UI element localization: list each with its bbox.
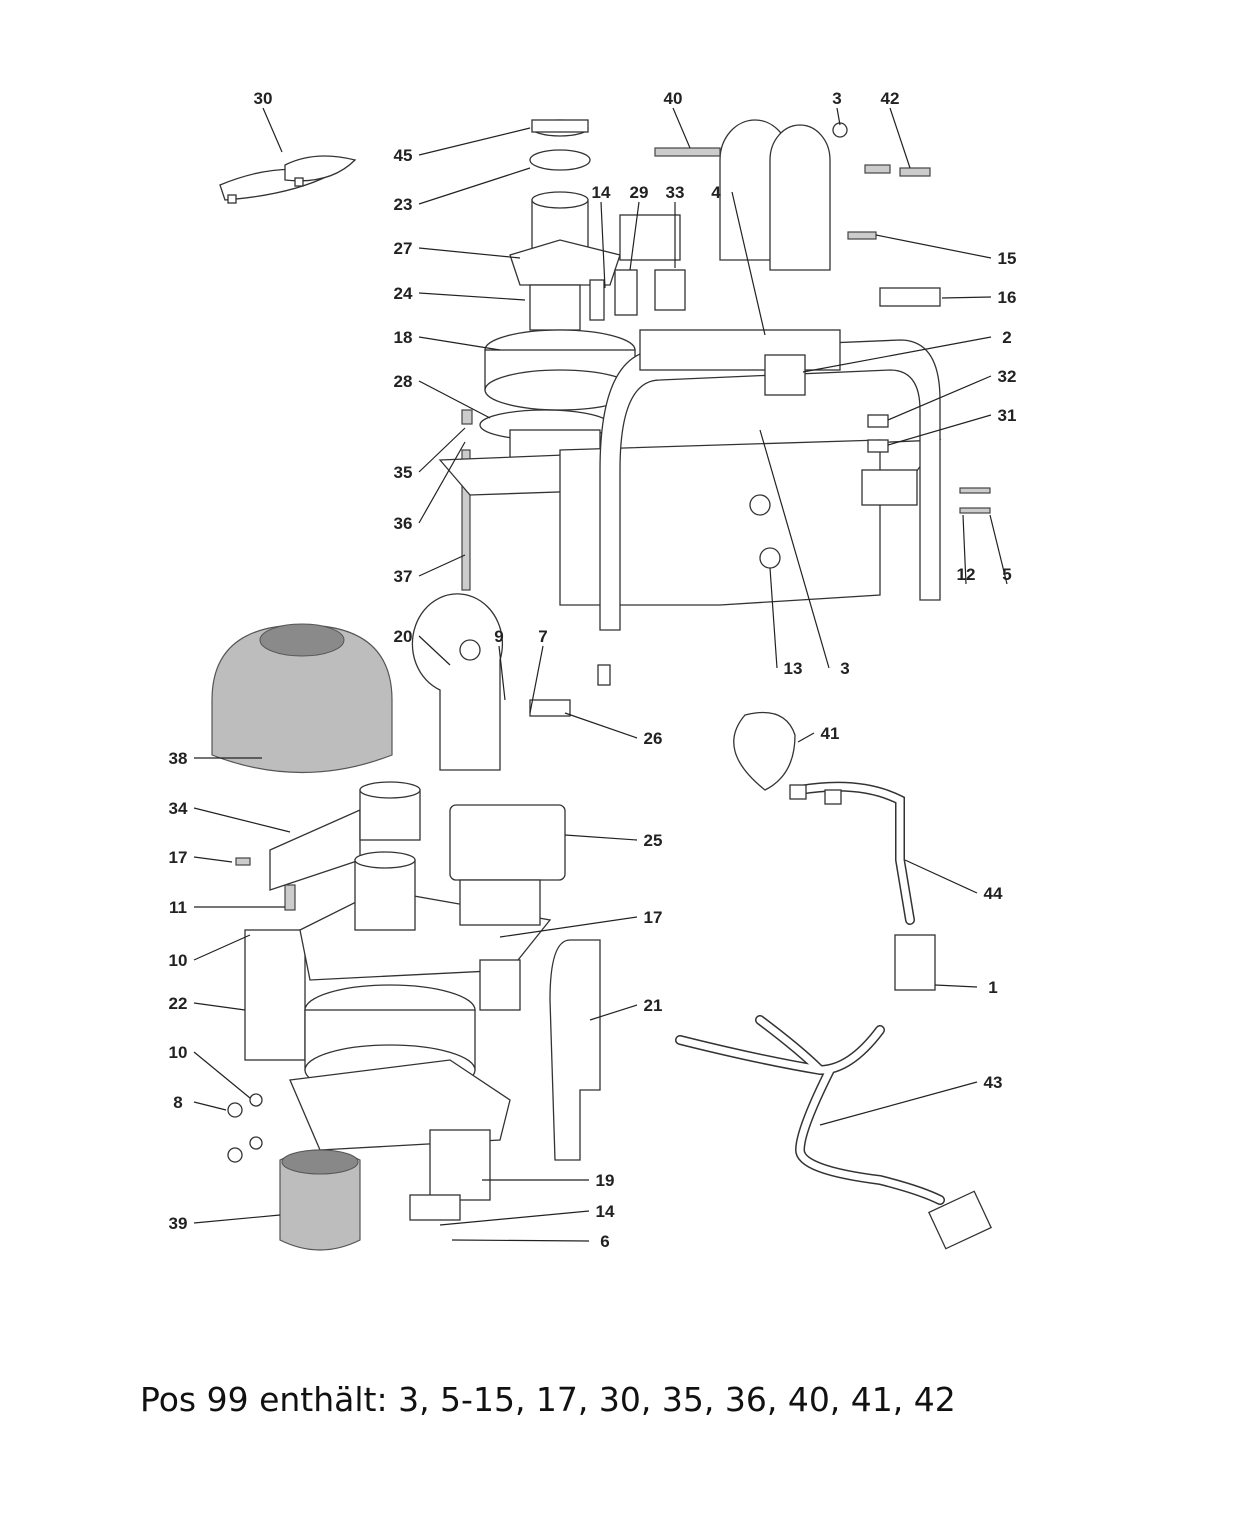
leader-line [941, 296, 992, 299]
leader-line [262, 107, 283, 153]
leader-line [819, 1081, 978, 1126]
callout-number: 11 [169, 898, 187, 917]
callout-number: 7 [538, 627, 547, 646]
callout-number: 10 [169, 951, 188, 970]
leader-line [887, 375, 992, 421]
leader-line [962, 514, 967, 585]
leader-line [193, 1214, 281, 1224]
leader-line [418, 127, 531, 156]
leader-line [193, 1002, 246, 1011]
callout-number: 28 [394, 372, 413, 391]
callout-number: 33 [666, 183, 685, 202]
callout-number: 30 [254, 89, 273, 108]
leader-line [600, 201, 606, 289]
callout-number: 21 [644, 996, 663, 1015]
leader-line [418, 380, 491, 419]
callout-number: 34 [169, 799, 188, 818]
leader-line [769, 567, 778, 669]
callout-number: 27 [394, 239, 413, 258]
leader-line [889, 107, 911, 169]
callout-number: 9 [494, 627, 503, 646]
leader-line [418, 336, 501, 351]
callout-number: 31 [998, 406, 1017, 425]
callout-number: 24 [394, 284, 413, 303]
leader-line [836, 107, 841, 126]
callout-number: 36 [394, 514, 413, 533]
callout-number: 13 [784, 659, 803, 678]
leader-line [797, 732, 815, 743]
callout-number: 1 [988, 978, 997, 997]
callout-number: 5 [1002, 565, 1011, 584]
callout-number: 14 [596, 1202, 615, 1221]
callout-number: 41 [821, 724, 840, 743]
lower-assembly-drawing [211, 593, 992, 1251]
callout-number: 39 [169, 1214, 188, 1233]
callout-number: 10 [169, 1043, 188, 1062]
callout-number: 20 [394, 627, 413, 646]
callout-number: 6 [600, 1232, 609, 1251]
leader-line [989, 514, 1008, 585]
callout-number: 18 [394, 328, 413, 347]
leader-line [934, 984, 978, 988]
leader-line [418, 635, 451, 666]
leader-line [193, 1101, 227, 1111]
upper-assembly-drawing [219, 119, 991, 686]
leader-line [589, 1004, 638, 1021]
callout-number: 25 [644, 831, 663, 850]
leader-line [802, 336, 992, 373]
callout-number: 17 [644, 908, 663, 927]
leader-line [451, 1239, 590, 1242]
leader-line [193, 807, 291, 833]
callout-number: 42 [881, 89, 900, 108]
callout-number: 3 [840, 659, 849, 678]
leader-line [887, 414, 992, 446]
leader-line [439, 1210, 590, 1226]
leader-line [418, 441, 466, 524]
leader-line [418, 167, 531, 205]
leader-line [564, 712, 638, 739]
callout-number: 38 [169, 749, 188, 768]
callout-number: 32 [998, 367, 1017, 386]
leader-line [418, 427, 466, 473]
callout-number: 45 [394, 146, 413, 165]
callout-number: 35 [394, 463, 413, 482]
callout-number: 8 [173, 1093, 182, 1112]
callout-number: 15 [998, 249, 1017, 268]
leader-line [731, 191, 766, 336]
leader-line [629, 201, 640, 271]
callout-number: 23 [394, 195, 413, 214]
parts-note: Pos 99 enthält: 3, 5-15, 17, 30, 35, 36,… [140, 1380, 956, 1419]
callout-number: 37 [394, 567, 413, 586]
callout-number: 14 [592, 183, 611, 202]
leader-line [193, 856, 233, 863]
callout-number: 2 [1002, 328, 1011, 347]
callout-number: 40 [664, 89, 683, 108]
callout-number: 29 [630, 183, 649, 202]
callout-number: 16 [998, 288, 1017, 307]
leader-line [498, 645, 506, 701]
callout-number: 22 [169, 994, 188, 1013]
callout-number: 17 [169, 848, 188, 867]
leader-line [418, 554, 466, 577]
leader-line [759, 429, 830, 669]
callout-number: 12 [957, 565, 976, 584]
callout-number: 3 [832, 89, 841, 108]
callout-number: 4 [711, 183, 721, 202]
leader-line [564, 834, 638, 841]
leader-line [499, 916, 638, 938]
leader-line [875, 234, 992, 259]
leader-line [672, 107, 691, 149]
leader-line [529, 645, 544, 714]
callout-number: 19 [596, 1171, 615, 1190]
leader-line [193, 934, 251, 961]
leader-line [193, 1051, 251, 1099]
callout-number: 26 [644, 729, 663, 748]
callout-number: 43 [984, 1073, 1003, 1092]
callout-number: 44 [984, 884, 1003, 903]
leader-line [904, 859, 978, 894]
leader-line [418, 292, 526, 301]
leader-line [418, 247, 521, 259]
